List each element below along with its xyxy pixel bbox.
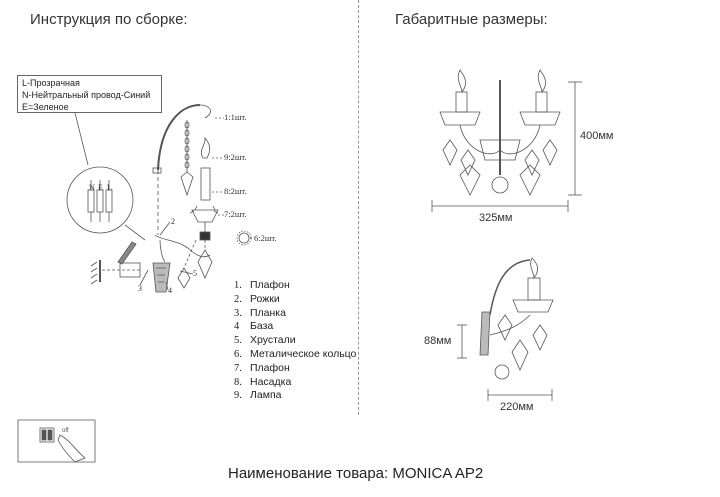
side-base-label: 88мм	[424, 335, 452, 347]
parts-list-item: 6.Металическое кольцо	[234, 347, 357, 360]
legend-line-live: L-Прозрачная	[22, 78, 80, 88]
parts-list-item: 9.Лампа	[234, 389, 282, 402]
screwdriver-pointer	[124, 224, 146, 241]
side-crystal	[177, 267, 191, 289]
candle-bulb	[200, 136, 211, 159]
crystal-chain-arm	[180, 120, 194, 197]
legend-pointer-line	[74, 112, 89, 166]
svg-text:off: off	[62, 428, 69, 434]
metal-ring-holder	[199, 231, 211, 241]
legend-line-earth: E=Зеленое	[22, 102, 69, 112]
terminal-block	[87, 180, 113, 222]
product-name: Наименование товара: MONICA AP2	[228, 465, 484, 482]
parts-list-item: 1.Плафон	[234, 279, 290, 291]
callout-part-9: 9:2шт.	[224, 152, 247, 162]
legend-line-neutral: N-Нейтральный провод-Синий	[22, 90, 151, 100]
diagram-number-4: 4	[168, 286, 172, 295]
callout-part-6: 6:2шт.	[254, 233, 277, 243]
front-flame-left	[457, 69, 466, 94]
section-divider	[358, 0, 359, 415]
terminal-block-detail	[66, 166, 134, 234]
diagram-number-3: 3	[138, 284, 142, 293]
parts-list-item: 5.Хрустали	[234, 334, 296, 347]
switch-off-box	[17, 419, 96, 463]
bobeche-cup	[191, 209, 219, 223]
front-flame-right	[537, 69, 546, 94]
assembly-heading: Инструкция по сборке:	[30, 11, 188, 28]
wiring-legend: L-Прозрачная N-Нейтральный провод-Синий …	[17, 75, 162, 113]
screwdriver-icon	[117, 241, 137, 265]
base-plate	[152, 262, 171, 293]
metal-ring-icon	[238, 232, 250, 244]
parts-list-item: 8.Насадка	[234, 375, 292, 388]
upper-arm	[157, 104, 201, 171]
candle-sleeve	[200, 167, 211, 201]
callout-part-1: 1:1шт.	[224, 112, 247, 122]
parts-list-item: 2.Рожки	[234, 292, 280, 305]
terminal-label-l: L	[107, 183, 112, 192]
side-view	[457, 257, 554, 401]
side-depth-label: 220мм	[500, 401, 534, 413]
diagram-number-5: 5	[193, 269, 197, 278]
dimensions-heading: Габаритные размеры:	[395, 11, 548, 28]
hand-icon	[57, 434, 86, 463]
diagram-number-2: 2	[171, 217, 175, 226]
terminal-label-e: E	[98, 183, 103, 192]
lower-arm	[154, 234, 211, 258]
side-flame	[530, 257, 538, 280]
callout-part-7: 7:2шт.	[224, 209, 247, 219]
mount-plate	[119, 262, 141, 278]
parts-list-item: 3.Планка	[234, 306, 286, 319]
terminal-label-n: N	[89, 183, 95, 192]
front-width-label: 325мм	[479, 212, 513, 224]
callout-part-8: 8:2шт.	[224, 186, 247, 196]
front-view	[431, 69, 582, 212]
front-height-label: 400мм	[580, 130, 614, 142]
crystal-drop	[197, 249, 213, 279]
parts-list-item: 7.Плафон	[234, 361, 290, 374]
